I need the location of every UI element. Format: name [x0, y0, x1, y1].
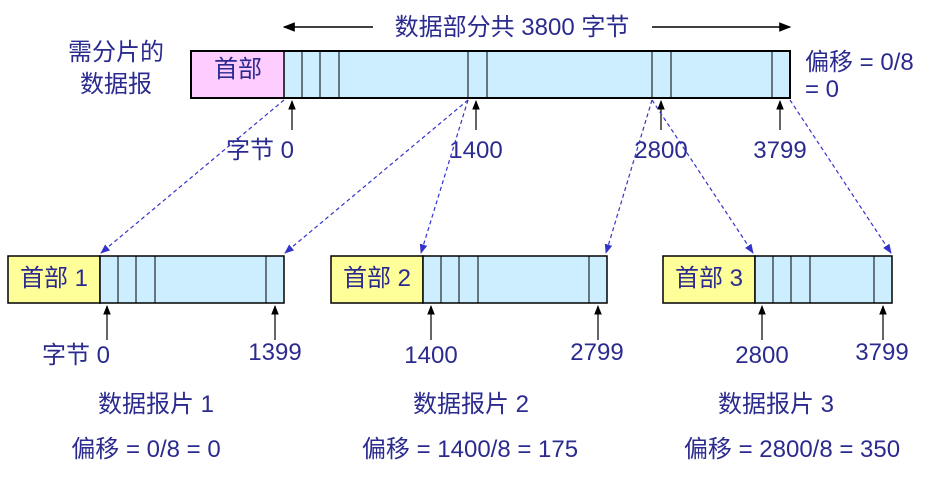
original-header-label: 首部: [214, 56, 262, 83]
fragment-2-header-box: [330, 255, 424, 304]
fragment-3-start-label: 2800: [735, 342, 788, 369]
fragment-1-name: 数据报片 1: [98, 391, 214, 418]
map-arrow-f1-start: [100, 99, 285, 254]
map-arrow-f2-end: [604, 99, 653, 254]
original-label-line1: 需分片的: [68, 39, 164, 66]
map-arrow-f3-end: [789, 99, 892, 254]
fragment-1-data-area: [99, 255, 285, 304]
marker-byte-0: 字节 0: [226, 137, 294, 164]
original-offset: 偏移 = 0/8 = 0: [805, 49, 914, 103]
marker-3799: 3799: [753, 137, 806, 164]
fragment-1-header-label: 首部 1: [20, 265, 88, 292]
fragment-2-header-label: 首部 2: [343, 265, 411, 292]
title-group: 数据部分共 3800 字节: [282, 14, 792, 41]
fragment-2-offset: 偏移 = 1400/8 = 175: [362, 436, 578, 463]
map-arrow-f3-start: [651, 99, 754, 254]
fragment-3-header-label: 首部 3: [675, 265, 743, 292]
fragment-3-offset: 偏移 = 2800/8 = 350: [684, 436, 900, 463]
original-markers: 字节 0 1400 2800 3799: [226, 100, 807, 164]
title-text: 数据部分共 3800 字节: [395, 14, 630, 41]
fragment-2-name: 数据报片 2: [413, 391, 529, 418]
original-datagram: 首部: [190, 50, 791, 99]
mapping-arrows: [100, 99, 892, 254]
fragment-1-offset: 偏移 = 0/8 = 0: [71, 436, 220, 463]
fragment-2-data-area: [422, 255, 608, 304]
original-label: 需分片的 数据报: [68, 39, 164, 98]
map-arrow-f1-end: [284, 99, 469, 254]
fragment-2-end-label: 2799: [570, 339, 623, 366]
fragment-1-end-label: 1399: [248, 339, 301, 366]
original-label-line2: 数据报: [80, 71, 152, 98]
original-data-area: [190, 50, 791, 99]
marker-1400: 1400: [449, 137, 502, 164]
original-offset-line2: = 0: [805, 76, 839, 103]
fragment-2: 首部 2 1400 2799 数据报片 2 偏移 = 1400/8 = 175: [330, 255, 624, 463]
fragment-3-end-label: 3799: [855, 339, 908, 366]
fragment-3: 首部 3 2800 3799 数据报片 3 偏移 = 2800/8 = 350: [662, 255, 909, 463]
map-arrow-f2-start: [419, 99, 469, 254]
original-offset-line1: 偏移 = 0/8: [805, 49, 914, 76]
fragment-1-start-label: 字节 0: [42, 342, 110, 369]
fragment-1: 首部 1 字节 0 1399 数据报片 1 偏移 = 0/8 = 0: [7, 255, 302, 463]
fragment-3-name: 数据报片 3: [718, 391, 834, 418]
fragment-3-data-area: [754, 255, 893, 304]
original-header-box: [192, 52, 284, 97]
fragment-2-start-label: 1400: [404, 342, 457, 369]
